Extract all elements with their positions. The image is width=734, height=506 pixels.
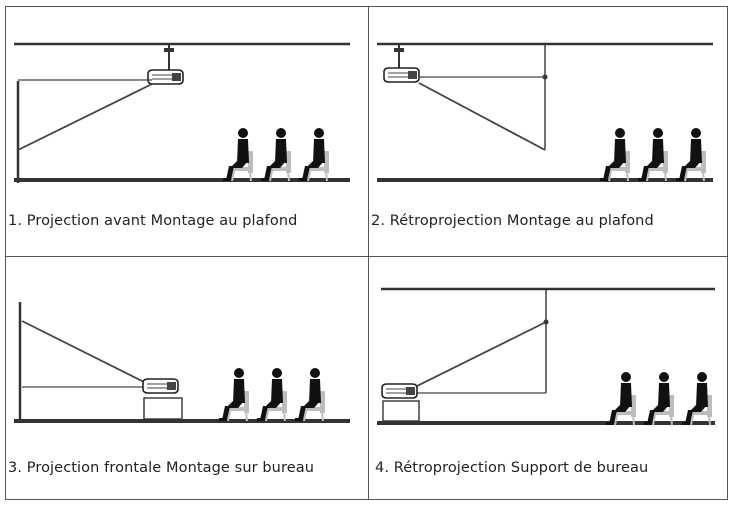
seated-person-icon (643, 371, 675, 426)
projector-icon (381, 383, 418, 399)
panel-caption: 1. Projection avant Montage au plafond (8, 213, 298, 229)
floor-line (14, 178, 350, 182)
floor-line (377, 178, 713, 182)
seated-person-icon (605, 371, 637, 426)
seated-person-icon (222, 127, 254, 182)
seated-person-icon (599, 127, 631, 182)
grid-divider-vertical (368, 6, 369, 500)
seated-person-icon (637, 127, 669, 182)
seated-person-icon (298, 127, 330, 182)
seated-person-icon (675, 127, 707, 182)
panel-caption: 3. Projection frontale Montage sur burea… (8, 460, 315, 476)
panel-front-desk: 3. Projection frontale Montage sur burea… (6, 257, 368, 505)
projector-icon (147, 69, 184, 85)
grid-divider-horizontal (5, 256, 728, 257)
seated-person-icon (681, 371, 713, 426)
seated-person-icon (256, 367, 288, 422)
floor-line (14, 419, 350, 423)
panel-rear-desk: 4. Rétroprojection Support de bureau (369, 257, 731, 505)
panel-front-ceiling: 1. Projection avant Montage au plafond (6, 7, 368, 255)
desk (143, 397, 183, 420)
panel-caption: 4. Rétroprojection Support de bureau (375, 460, 649, 476)
projector-icon (383, 67, 420, 83)
seated-person-icon (260, 127, 292, 182)
projector-icon (142, 378, 179, 394)
desk (382, 400, 420, 422)
seated-person-icon (294, 367, 326, 422)
panel-rear-ceiling: 2. Rétroprojection Montage au plafond (369, 7, 731, 255)
diagram-grid (5, 6, 728, 500)
panel-caption: 2. Rétroprojection Montage au plafond (371, 213, 654, 229)
seated-person-icon (218, 367, 250, 422)
floor-line (377, 421, 715, 425)
